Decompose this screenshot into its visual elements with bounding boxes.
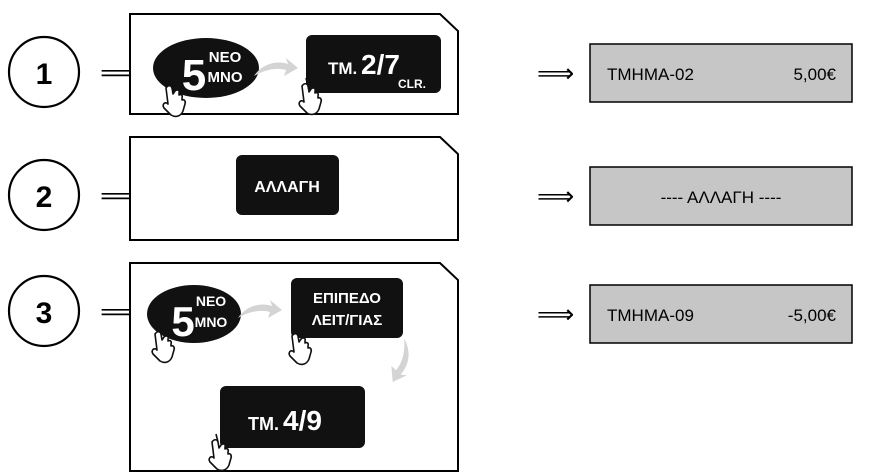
key-label: ΑΛΛΑΓΗ (254, 179, 320, 196)
key-label-line1: ΕΠΙΠΕΔΟ (313, 290, 381, 307)
display-left-text: ΤΜΗΜΑ-09 (607, 306, 694, 325)
key-department-4-9: ΤΜ. 4/9 (208, 386, 365, 472)
key-top-label: ΝΕΟ (196, 293, 226, 309)
display-center-text: ---- ΑΛΛΑΓΗ ---- (661, 188, 782, 207)
key-prefix: ΤΜ. (328, 59, 357, 78)
key-prefix: ΤΜ. (248, 414, 279, 434)
step-number: 1 (36, 58, 53, 91)
key-top-label: ΝΕΟ (209, 49, 242, 66)
key-change: ΑΛΛΑΓΗ (236, 155, 339, 215)
step-number-circle (7, 158, 81, 232)
key-sub-label: CLR. (398, 77, 426, 91)
step-number: 2 (36, 181, 53, 214)
step-1: 1 ⟹ 5 ΝΕΟ ΜΝΟ ΤΜ. 2/7 CLR. ⟹ ΤΜΗΜΑ-02 5,… (7, 13, 853, 118)
key-main-label: 4/9 (283, 405, 322, 436)
key-bottom-label: ΜΝΟ (195, 314, 228, 330)
display-panel (589, 43, 853, 103)
step-2: 2 ⟹ ΑΛΛΑΓΗ ⟹ ---- ΑΛΛΑΓΗ ---- (7, 136, 853, 241)
key-label-line2: ΛΕΙΤ/ΓΙΑΣ (312, 312, 383, 329)
display-arrow: ⟹ (537, 59, 574, 89)
step-3: 3 ⟹ 5 ΝΕΟ ΜΝΟ ΕΠΙΠΕΔΟ ΛΕΙΤ/ΓΙΑΣ ΤΜ. 4/9 … (7, 262, 853, 472)
key-bottom-label: ΜΝΟ (208, 69, 243, 86)
display-panel (589, 166, 853, 226)
display-panel (589, 284, 853, 344)
key-big-digit: 5 (182, 51, 206, 100)
key-main-label: 2/7 (361, 49, 400, 80)
key-big-digit: 5 (171, 298, 194, 345)
key-5-new-subtotal: 5 ΝΕΟ ΜΝΟ (153, 38, 259, 118)
key-level-function: ΕΠΙΠΕΔΟ ΛΕΙΤ/ΓΙΑΣ (288, 278, 403, 366)
key-department-2-7: ΤΜ. 2/7 CLR. (298, 35, 441, 116)
key-5-new-subtotal: 5 ΝΕΟ ΜΝΟ (147, 285, 241, 364)
step-number-circle (7, 274, 81, 348)
display-right-text: 5,00€ (793, 65, 836, 84)
display-arrow: ⟹ (537, 300, 574, 330)
display-arrow: ⟹ (537, 182, 574, 212)
step-number-circle (7, 35, 81, 109)
step-number: 3 (36, 297, 53, 330)
display-right-text: -5,00€ (788, 306, 837, 325)
display-left-text: ΤΜΗΜΑ-02 (607, 65, 694, 84)
